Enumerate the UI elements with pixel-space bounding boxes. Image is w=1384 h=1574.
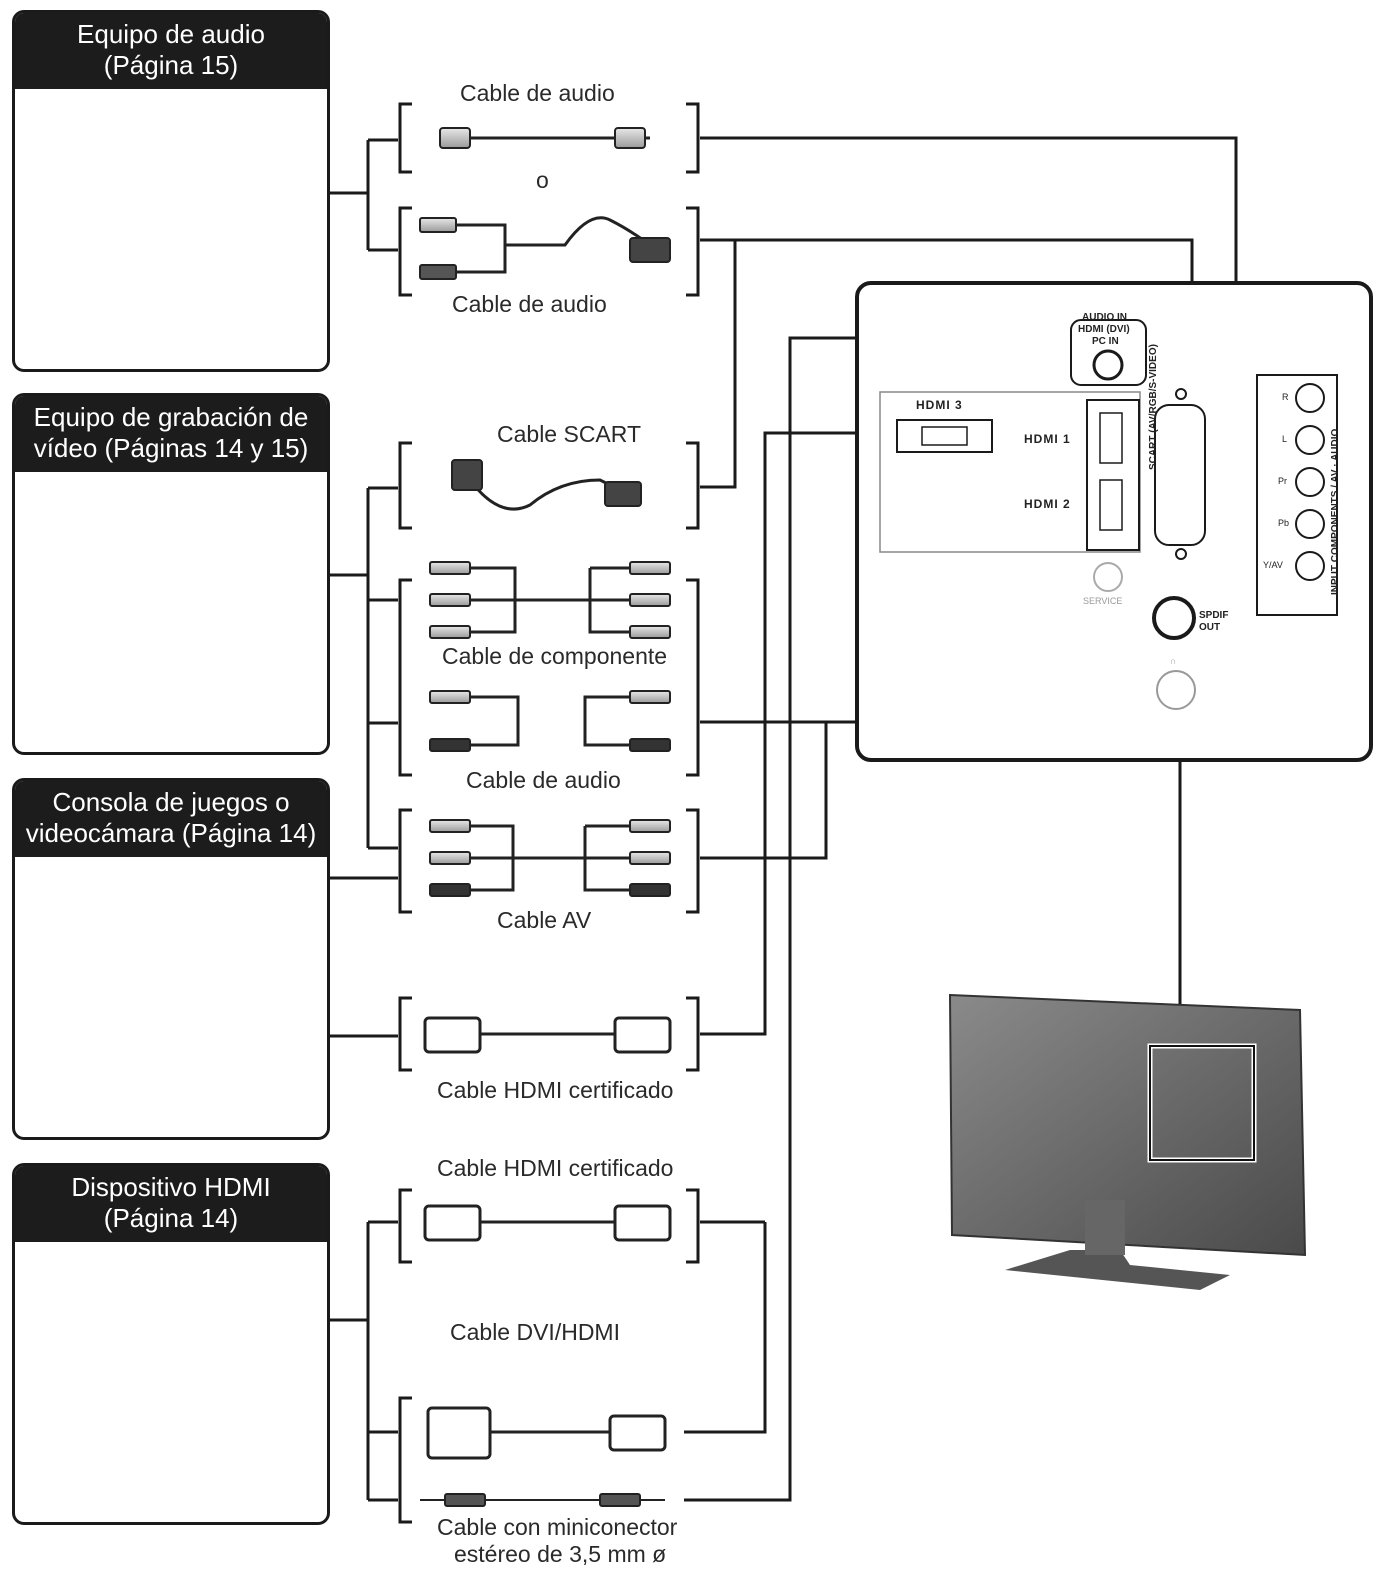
or-label: o xyxy=(536,167,549,193)
panel-title: Equipo de audio (Página 15) xyxy=(15,13,327,89)
jack-r-label: R xyxy=(1282,392,1289,402)
panel-title-line2: videocámara (Página 14) xyxy=(25,818,317,848)
panel-title-line2: vídeo (Páginas 14 y 15) xyxy=(33,433,309,463)
jack-yav-label: Y/AV xyxy=(1263,560,1283,570)
game-camcorder-panel: Consola de juegos o videocámara (Página … xyxy=(12,778,330,1140)
audio-in-label: AUDIO IN xyxy=(1082,312,1127,323)
audio-cable-mid-label: Cable de audio xyxy=(466,767,621,793)
panel-title-line2: (Página 15) xyxy=(103,50,239,80)
audio-in-pc-label: PC IN xyxy=(1092,336,1119,347)
brackets xyxy=(398,102,700,1524)
panel-title: Equipo de grabación de vídeo (Páginas 14… xyxy=(15,396,327,472)
panel-title-line1: Dispositivo HDMI xyxy=(71,1172,271,1202)
audio-in-hdmi-label: HDMI (DVI) xyxy=(1078,324,1130,335)
spdif-out-label-2: OUT xyxy=(1199,622,1221,633)
jack-pr-label: Pr xyxy=(1278,476,1287,486)
scart-port-label: SCART (AV/RGB/S-VIDEO) xyxy=(1148,344,1159,470)
jack-pb-label: Pb xyxy=(1278,518,1290,528)
mini-jack-cable-label-line2: estéreo de 3,5 mm ø xyxy=(454,1541,667,1567)
panel-title: Consola de juegos o videocámara (Página … xyxy=(15,781,327,857)
tv-connector-panel xyxy=(855,281,1373,762)
spdif-out-label: SPDIF xyxy=(1199,610,1229,621)
input-components-label: INPUT COMPONENTS / AV · AUDIO xyxy=(1330,428,1341,595)
hdmi1-port-label: HDMI 1 xyxy=(1024,432,1071,446)
cable-art xyxy=(419,127,672,1507)
hdmi-cable-device-label: Cable HDMI certificado xyxy=(437,1155,674,1181)
panel-title: Dispositivo HDMI (Página 14) xyxy=(15,1166,327,1242)
video-recording-panel: Equipo de grabación de vídeo (Páginas 14… xyxy=(12,393,330,755)
dvi-hdmi-cable-label: Cable DVI/HDMI xyxy=(450,1319,620,1345)
component-cable-label: Cable de componente xyxy=(442,643,668,669)
audio-equipment-panel: Equipo de audio (Página 15) xyxy=(12,10,330,372)
panel-title-line2: (Página 14) xyxy=(103,1203,239,1233)
jack-l-label: L xyxy=(1282,434,1288,444)
panel-title-line1: Consola de juegos o xyxy=(52,787,290,817)
service-port-label: SERVICE xyxy=(1083,596,1123,606)
headphone-icon: ∩ xyxy=(1170,656,1177,666)
av-cable-label: Cable AV xyxy=(497,907,592,933)
panel-title-line1: Equipo de grabación de xyxy=(33,402,309,432)
hdmi2-port-label: HDMI 2 xyxy=(1024,497,1071,511)
scart-cable-label: Cable SCART xyxy=(497,421,642,447)
hdmi-device-panel: Dispositivo HDMI (Página 14) xyxy=(12,1163,330,1525)
audio-scart-cable-label: Cable de audio xyxy=(452,291,607,317)
hdmi3-port-label: HDMI 3 xyxy=(916,398,963,412)
mini-jack-cable-label-line1: Cable con miniconector xyxy=(437,1514,678,1540)
hdmi-cable-game-label: Cable HDMI certificado xyxy=(437,1077,674,1103)
audio-cable-label: Cable de audio xyxy=(460,80,615,106)
panel-title-line1: Equipo de audio xyxy=(77,19,265,49)
tv-rear-illustration xyxy=(948,993,1307,1290)
